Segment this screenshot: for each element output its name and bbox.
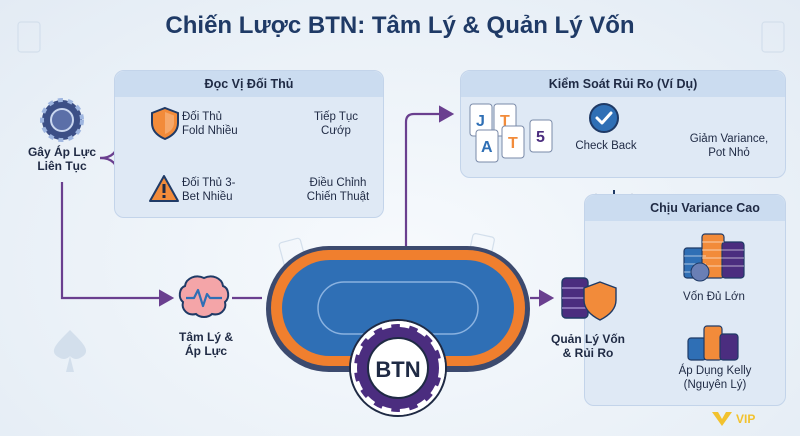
fold-cause-line2: Fold Nhiều bbox=[182, 125, 238, 137]
poker-table: BTN bbox=[266, 246, 530, 417]
arrow-left-to-brain bbox=[60, 182, 175, 307]
fold-cause-line1: Đối Thủ bbox=[182, 111, 223, 123]
risk-result-line2: Pot Nhỏ bbox=[708, 147, 750, 159]
arrow-table-to-risk bbox=[404, 105, 455, 250]
bankroll-label: Quản Lý Vốn & Rủi Ro bbox=[540, 332, 636, 360]
risk-result-line1: Giảm Variance, bbox=[689, 133, 769, 145]
shield-icon bbox=[151, 106, 179, 140]
poker-chip-icon bbox=[40, 98, 84, 142]
card-4-label: T bbox=[508, 135, 518, 152]
brain-label: Tâm Lý & Áp Lực bbox=[164, 330, 248, 358]
pressure-label: Gây Áp Lực Liên Tục bbox=[12, 145, 112, 173]
chip-stacks-icon bbox=[683, 233, 745, 282]
check-icon bbox=[589, 103, 619, 133]
kelly-label-line2: (Nguyên Lý) bbox=[683, 379, 747, 391]
fold-cause-label: Đối Thủ Fold Nhiều bbox=[182, 110, 258, 138]
card-2-label: T bbox=[500, 113, 510, 130]
warning-icon bbox=[149, 175, 179, 202]
bankroll-label-line1: Quản Lý Vốn bbox=[550, 332, 625, 346]
3bet-effect-line2: Chiến Thuật bbox=[306, 191, 370, 203]
risk-result-label: Giảm Variance, Pot Nhỏ bbox=[676, 132, 782, 160]
3bet-effect-label: Điều Chỉnh Chiến Thuật bbox=[296, 176, 380, 204]
read-opponent-header: Đọc Vị Đối Thủ bbox=[115, 71, 383, 97]
brain-label-line2: Áp Lực bbox=[184, 344, 228, 358]
variance-header: Chịu Variance Cao bbox=[585, 195, 785, 221]
card-3-label: A bbox=[481, 139, 493, 156]
brain-label-line1: Tâm Lý & bbox=[178, 330, 233, 344]
kelly-chips-icon bbox=[687, 325, 739, 361]
kelly-label: Áp Dụng Kelly (Nguyên Lý) bbox=[660, 364, 770, 392]
pressure-label-line1: Gây Áp Lực bbox=[27, 145, 97, 159]
3bet-cause-label: Đối Thủ 3- Bet Nhiều bbox=[182, 176, 262, 204]
3bet-effect-line1: Điều Chỉnh bbox=[309, 177, 367, 189]
card-1-label: J bbox=[476, 113, 485, 130]
fold-effect-label: Tiếp Tục Cướp bbox=[296, 110, 376, 138]
playing-cards-icon: J T A T 5 bbox=[469, 103, 553, 163]
page-title: Chiến Lược BTN: Tâm Lý & Quản Lý Vốn bbox=[165, 12, 635, 39]
bankroll-shield-icon bbox=[561, 277, 617, 321]
bankroll-label-line2: & Rủi Ro bbox=[562, 346, 614, 360]
card-5-label: 5 bbox=[536, 129, 545, 146]
logo-text: VIP bbox=[736, 412, 756, 426]
fold-effect-line2: Cướp bbox=[321, 125, 351, 137]
fold-effect-line1: Tiếp Tục bbox=[313, 111, 359, 123]
btn-chip-text: BTN bbox=[375, 357, 420, 382]
logo-icon bbox=[712, 412, 732, 426]
bankroll-large-label: Vốn Đủ Lớn bbox=[683, 291, 745, 303]
kelly-label-line1: Áp Dụng Kelly bbox=[678, 365, 752, 377]
btn-dealer-chip: BTN bbox=[349, 319, 447, 417]
variance-panel: Chịu Variance Cao bbox=[584, 194, 786, 406]
pressure-label-line2: Liên Tục bbox=[37, 159, 87, 173]
3bet-cause-line1: Đối Thủ 3- bbox=[182, 177, 236, 189]
brain-icon bbox=[178, 275, 230, 318]
risk-control-header: Kiểm Soát Rủi Ro (Ví Dụ) bbox=[461, 71, 785, 97]
3bet-cause-line2: Bet Nhiều bbox=[182, 191, 233, 203]
check-back-label: Check Back bbox=[575, 140, 637, 152]
